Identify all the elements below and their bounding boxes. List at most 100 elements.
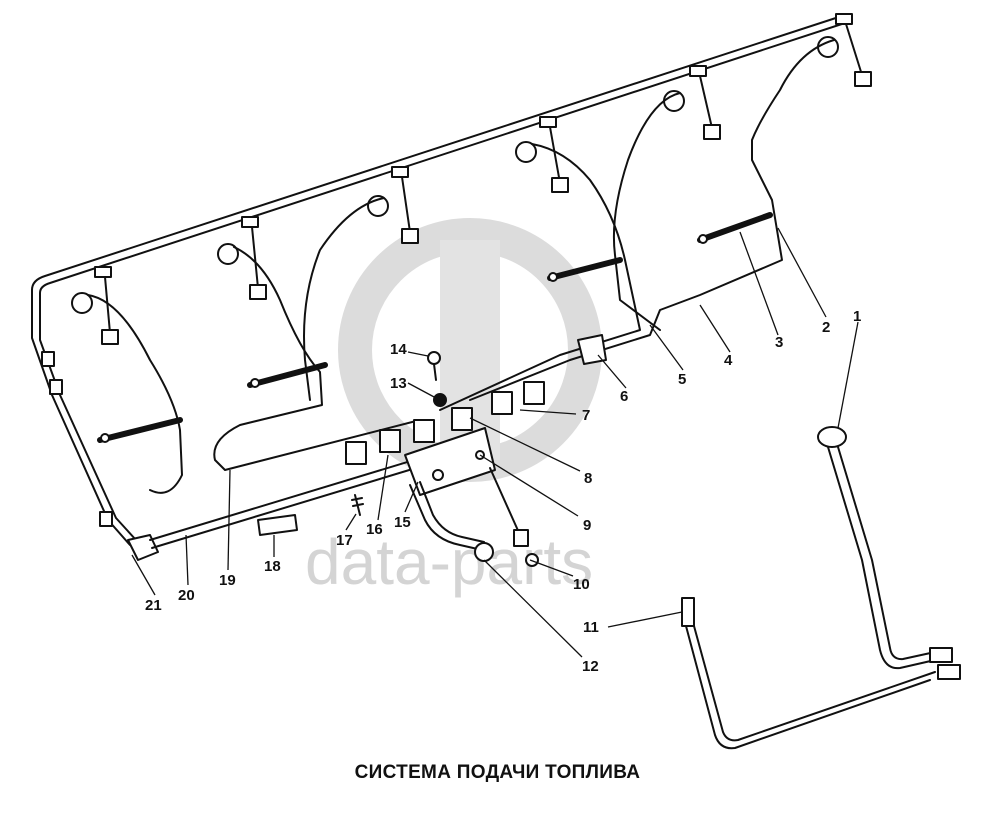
- leader-21: [131, 554, 156, 596]
- leader-10: [529, 559, 574, 577]
- hp-line-1: [87, 294, 183, 494]
- callout-5: 5: [678, 371, 686, 388]
- bracket-right: [547, 257, 623, 281]
- pump-nut-16a: [345, 441, 367, 465]
- fitting-12: [474, 542, 494, 562]
- leader-11: [607, 611, 683, 628]
- pump-nut-16b: [379, 429, 401, 453]
- callout-21: 21: [145, 597, 162, 614]
- callout-19: 19: [219, 572, 236, 589]
- feed-line-1-a: [827, 446, 936, 670]
- injector-nut-1: [71, 292, 93, 314]
- drop-fitting-6: [854, 71, 872, 87]
- callout-20: 20: [178, 587, 195, 604]
- callout-17: 17: [336, 532, 353, 549]
- injector-nut-4: [515, 141, 537, 163]
- callout-labels: 1 2 3 4 5 6 7 8 9 10 11 12 13 14 15 16 1…: [145, 308, 861, 675]
- bracket-far-hole: [698, 234, 708, 244]
- bracket-left: [97, 417, 183, 443]
- drop-fitting-3: [401, 228, 419, 244]
- callout-9: 9: [583, 517, 591, 534]
- callout-14: 14: [390, 341, 407, 358]
- leader-1: [837, 321, 859, 429]
- feed-line-11-a: [685, 625, 931, 750]
- diagram-caption: СИСТЕМА ПОДАЧИ ТОПЛИВА: [354, 762, 641, 783]
- fitting-21: [127, 534, 159, 561]
- leader-19: [227, 469, 231, 571]
- callout-3: 3: [775, 334, 783, 351]
- bracket-mid: [247, 362, 328, 388]
- pump-nut-15: [413, 419, 435, 443]
- fitting-1: [817, 426, 847, 448]
- pump-block-port-a: [432, 469, 444, 481]
- tee-3: [391, 166, 409, 178]
- leader-6: [597, 354, 627, 389]
- bracket-mid-hole: [250, 378, 260, 388]
- line-12-a: [409, 484, 483, 551]
- pump-nut-7b: [523, 381, 545, 405]
- feed-line-11-b: [693, 625, 936, 742]
- return-rail-inner: [39, 21, 849, 304]
- drop-3: [401, 176, 411, 233]
- pump-block: [404, 427, 496, 496]
- leader-12: [483, 559, 583, 658]
- bolt-14-shank: [433, 363, 437, 381]
- feed-fitting-b: [937, 664, 961, 680]
- tee-4: [539, 116, 557, 128]
- return-rail-outer: [31, 14, 846, 301]
- hp-line-2: [213, 246, 421, 471]
- return-sleeve-2: [49, 379, 63, 395]
- injector-nut-2: [217, 243, 239, 265]
- callout-10: 10: [573, 576, 590, 593]
- callout-6: 6: [620, 388, 628, 405]
- hp-line-6: [469, 39, 835, 401]
- assembly-drawing: [31, 13, 961, 750]
- return-line-left-b: [39, 302, 137, 541]
- leader-4: [699, 304, 731, 353]
- leader-5: [649, 324, 684, 371]
- drop-fitting-2: [249, 284, 267, 300]
- drop-5: [699, 75, 713, 129]
- callout-11: 11: [583, 619, 599, 636]
- drop-1: [104, 276, 111, 334]
- pump-nut-8: [451, 407, 473, 431]
- bracket-far: [697, 212, 773, 243]
- callout-1: 1: [853, 308, 861, 325]
- leader-13: [407, 382, 437, 399]
- feed-fitting-a: [929, 647, 953, 663]
- callout-4: 4: [724, 352, 733, 369]
- hp-line-5: [612, 92, 681, 331]
- banjo-18: [257, 514, 298, 536]
- bracket-left-hole: [100, 433, 110, 443]
- hp-line-3: [303, 197, 385, 401]
- leader-15: [404, 481, 419, 513]
- leader-2: [777, 227, 827, 318]
- tee-2: [241, 216, 259, 228]
- callout-13: 13: [390, 375, 407, 392]
- washer-10: [525, 553, 539, 567]
- bolt-14: [427, 351, 441, 365]
- watermark-text: data-parts: [305, 526, 593, 598]
- tee-6: [835, 13, 853, 25]
- bolt-10-shaft: [489, 467, 521, 536]
- callout-12: 12: [582, 658, 599, 675]
- leader-17: [345, 513, 357, 531]
- leader-20: [185, 534, 189, 586]
- leader-8: [469, 417, 581, 472]
- leader-7: [519, 409, 577, 415]
- drop-2: [251, 226, 259, 289]
- callout-7: 7: [582, 407, 590, 424]
- leader-9: [479, 454, 579, 517]
- drop-fitting-5: [703, 124, 721, 140]
- spring-17: [351, 494, 364, 516]
- leader-16: [377, 454, 389, 521]
- drop-fitting-1: [101, 329, 119, 345]
- return-sleeve-1: [41, 351, 55, 367]
- bracket-right-hole: [548, 272, 558, 282]
- fitting-11: [681, 597, 695, 627]
- callout-18: 18: [264, 558, 281, 575]
- drop-4: [549, 126, 561, 184]
- drop-fitting-4: [551, 177, 569, 193]
